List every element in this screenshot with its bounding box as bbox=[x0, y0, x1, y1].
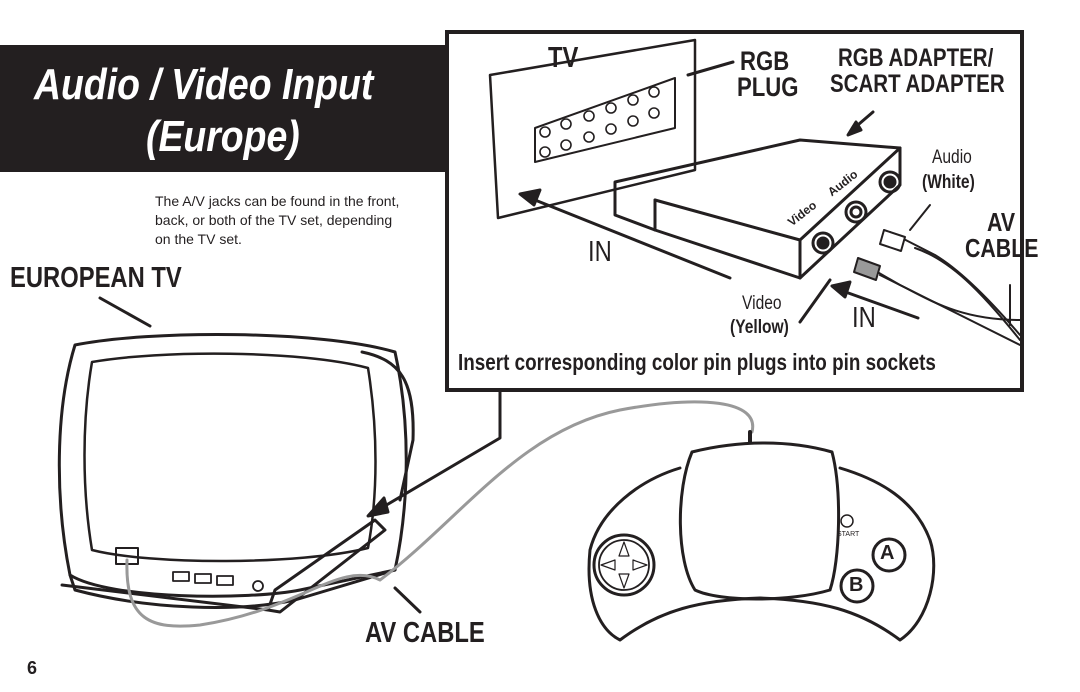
av-label: AV bbox=[987, 207, 1016, 237]
scart-adapter-illustration bbox=[613, 110, 902, 280]
white-label: (White) bbox=[922, 172, 975, 193]
note-line: The A/V jacks can be found in the front, bbox=[155, 193, 400, 209]
european-tv-illustration bbox=[57, 296, 415, 614]
in-label-left: IN bbox=[588, 236, 612, 268]
title-banner bbox=[0, 45, 445, 172]
rgb-plug-label-1: RGB bbox=[740, 46, 790, 76]
video-label: Video bbox=[742, 293, 782, 314]
button-b: B bbox=[849, 574, 864, 596]
start-label: START bbox=[837, 531, 860, 538]
inset-caption: Insert corresponding color pin plugs int… bbox=[458, 349, 936, 375]
in-label-right: IN bbox=[852, 302, 876, 334]
connection-detail-inset bbox=[445, 30, 1024, 392]
page-number: 6 bbox=[27, 658, 38, 678]
page-subtitle: (Europe) bbox=[146, 112, 300, 161]
note-text: The A/V jacks can be found in the front,… bbox=[155, 192, 399, 249]
adapter-label-1: RGB ADAPTER/ bbox=[838, 44, 994, 72]
page-title: Audio / Video Input bbox=[34, 60, 374, 109]
yellow-label: (Yellow) bbox=[730, 317, 789, 338]
audio-label: Audio bbox=[932, 147, 972, 168]
adapter-label-2: SCART ADAPTER bbox=[830, 70, 1005, 98]
button-a: A bbox=[880, 542, 895, 564]
european-tv-label: EUROPEAN TV bbox=[10, 262, 182, 294]
game-controller-illustration bbox=[587, 430, 936, 642]
tv-label: TV bbox=[548, 42, 579, 74]
tv-panel-illustration bbox=[488, 38, 735, 220]
cable-label: CABLE bbox=[965, 233, 1039, 263]
av-cable-label: AV CABLE bbox=[365, 617, 485, 649]
note-line: back, or both of the TV set, depending bbox=[155, 212, 393, 228]
note-line: on the TV set. bbox=[155, 231, 242, 247]
rgb-plug-label-2: PLUG bbox=[737, 72, 799, 102]
